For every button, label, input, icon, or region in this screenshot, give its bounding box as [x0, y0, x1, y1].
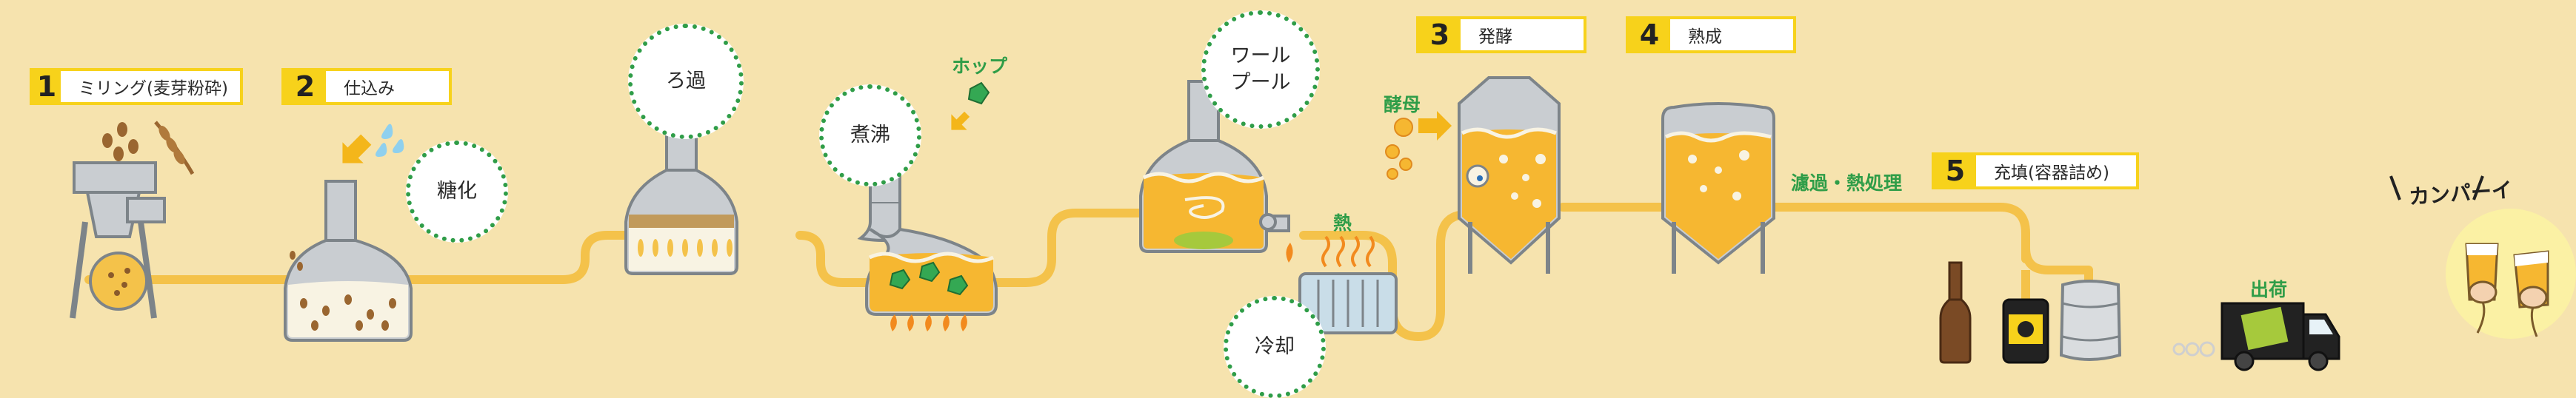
- beer-can: [2002, 298, 2049, 364]
- yeast-icon: [1385, 111, 1452, 180]
- step-number: 1: [33, 70, 61, 103]
- fermentation-tank: [1458, 76, 1561, 274]
- lauter-tun: [624, 109, 738, 275]
- kanpai-illustration: [2389, 175, 2576, 339]
- filtration-bubble: ろ過: [628, 24, 744, 139]
- beer-keg: [2059, 280, 2122, 361]
- step-name: ミリング(麦芽粉砕): [79, 79, 228, 98]
- step-name: 仕込み: [344, 79, 395, 98]
- step-name: 熟成: [1688, 27, 1722, 47]
- step-1-label: 1 ミリング(麦芽粉砕): [30, 68, 243, 105]
- step-3-label: 3 発酵: [1416, 16, 1586, 53]
- step-number: 4: [1629, 18, 1670, 51]
- maturation-tank: [1661, 102, 1775, 274]
- step-5-label: 5 充填(容器詰め): [1932, 152, 2139, 189]
- step-2-label: 2 仕込み: [281, 68, 452, 105]
- step-4-label: 4 熟成: [1626, 16, 1796, 53]
- mash-tun: [284, 124, 413, 342]
- delivery-truck: [2172, 302, 2340, 371]
- wort-cooler: [1286, 235, 1398, 334]
- shipping-label: 出荷: [2250, 279, 2288, 300]
- whirlpool-bubble: ワール プール: [1201, 10, 1320, 129]
- step-number: 2: [284, 70, 326, 103]
- hops-label: ホップ: [952, 55, 1008, 77]
- filter-heat-label: 濾過・熱処理: [1791, 172, 1903, 194]
- cooling-bubble: 冷却: [1224, 296, 1326, 398]
- mill-machine: [70, 121, 195, 319]
- step-number: 5: [1935, 155, 1976, 187]
- beer-bottle: [1939, 261, 1972, 364]
- boiling-bubble: 煮沸: [819, 84, 921, 186]
- whirlpool-tank: [1139, 80, 1290, 253]
- yeast-label: 酵母: [1384, 94, 1421, 115]
- process-pipe: [84, 203, 2093, 342]
- boil-kettle: [857, 81, 998, 331]
- step-name: 発酵: [1478, 27, 1512, 47]
- step-name: 充填(容器詰め): [1994, 163, 2109, 183]
- heat-label: 熱: [1333, 212, 1352, 234]
- step-number: 3: [1419, 18, 1461, 51]
- saccharification-bubble: 糖化: [406, 141, 508, 243]
